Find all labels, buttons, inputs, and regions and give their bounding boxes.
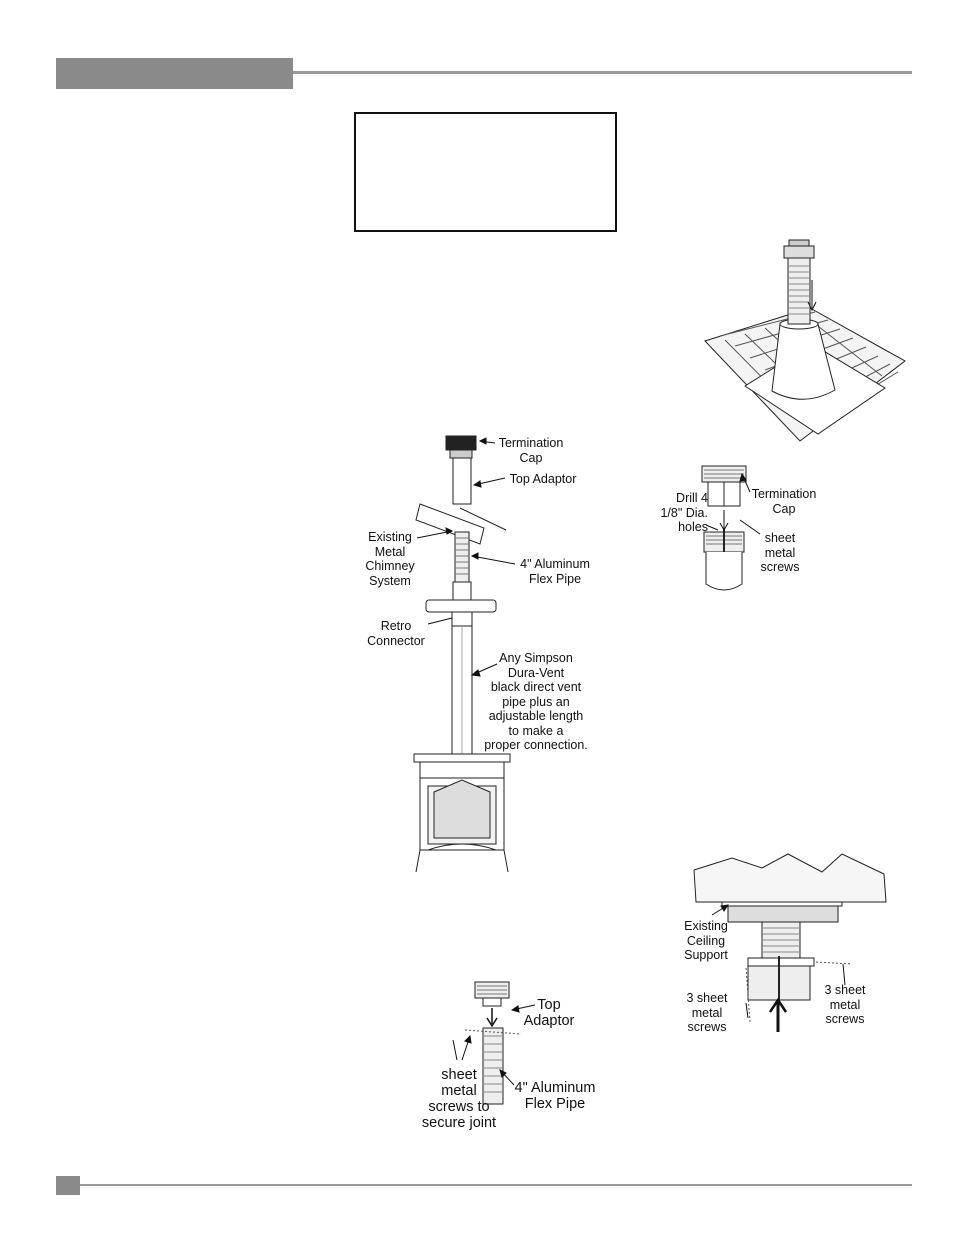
- label-simpson-note: Any Simpson Dura-Vent black direct vent …: [484, 651, 588, 752]
- label-retro-connector: Retro Connector: [367, 619, 425, 648]
- footer-rule: [80, 1184, 912, 1186]
- note-box: [354, 112, 617, 232]
- label-existing-chimney: Existing Metal Chimney System: [365, 530, 415, 588]
- header-rule: [293, 71, 912, 74]
- label-termination-cap-detail: Termination Cap: [751, 487, 817, 516]
- termination-cap-detail: [701, 465, 747, 591]
- label-drill-holes: Drill 4 1/8" Dia. holes: [660, 491, 708, 534]
- label-top-adaptor: Top Adaptor: [509, 472, 577, 486]
- label-sheet-metal-screws: sheet metal screws: [760, 531, 800, 574]
- label-top-adaptor-2: Top Adaptor: [523, 997, 575, 1029]
- label-screws-secure-joint: sheet metal screws to secure joint: [421, 1067, 497, 1131]
- chimney-system-illustration: [413, 435, 511, 873]
- label-termination-cap: Termination Cap: [498, 436, 564, 465]
- label-flex-pipe-2: 4" Aluminum Flex Pipe: [514, 1080, 596, 1112]
- label-screws-left: 3 sheet metal screws: [686, 991, 728, 1034]
- label-aluminum-flex-pipe: 4" Aluminum Flex Pipe: [520, 557, 590, 586]
- page-number-tab: [56, 1176, 80, 1195]
- roof-flashing-illustration: [704, 239, 906, 442]
- label-screws-right: 3 sheet metal screws: [824, 983, 866, 1026]
- adaptor-flex-illustration: [464, 981, 522, 1105]
- label-ceiling-support: Existing Ceiling Support: [684, 919, 728, 962]
- ceiling-support-illustration: [693, 853, 887, 1032]
- section-header-tab: [56, 58, 293, 89]
